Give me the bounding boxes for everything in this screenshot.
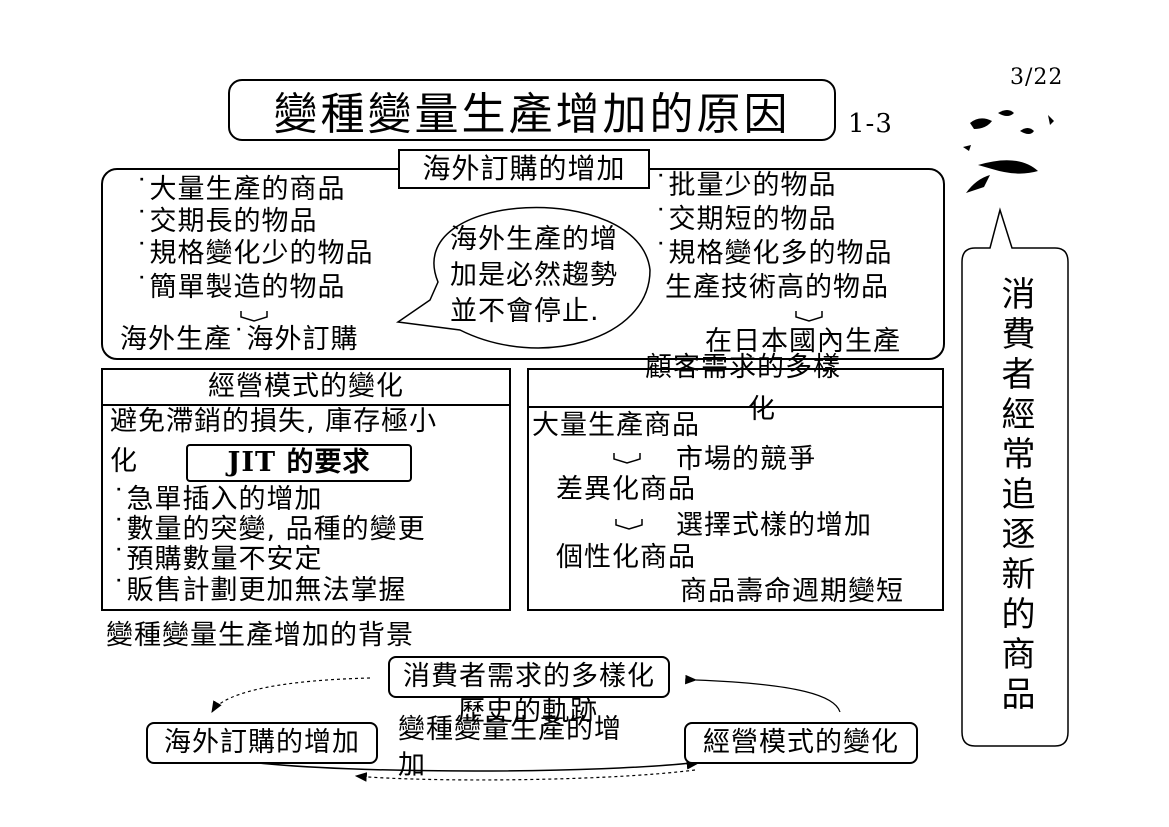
page-number: 3/22: [1010, 65, 1064, 90]
background-label: 變種變量生產增加的背景: [106, 620, 414, 651]
bubble-line: 海外生產的增: [450, 224, 618, 255]
cycle-center-label: 變種變量生產的增: [398, 714, 622, 745]
flow-reason: 市場的競爭: [676, 444, 816, 475]
left-panel-item: 販售計劃更加無法掌握: [112, 575, 407, 607]
flow-reason: 商品壽命週期變短: [680, 576, 904, 607]
cycle-node-demand: 消費者需求的多樣化: [388, 656, 670, 698]
flow-step: 差異化商品: [556, 474, 696, 505]
left-panel-item: 數量的突變, 品種的變更: [112, 514, 426, 546]
left-panel-item: 急單插入的增加: [112, 484, 323, 516]
left-item: 簡單製造的物品: [135, 272, 346, 304]
left-item: 大量生產的商品: [135, 174, 346, 206]
chevron-down-icon: [613, 453, 641, 464]
callout-text: 消費者經常追逐新的商品: [995, 276, 1035, 716]
right-panel-header: 化: [748, 394, 776, 425]
left-item: 規格變化少的物品: [135, 238, 374, 270]
right-panel: [527, 368, 944, 611]
flow-step: 大量生產商品: [532, 410, 700, 441]
cycle-node-overseas: 海外訂購的增加: [146, 722, 378, 764]
right-panel-header: 顧客需求的多樣: [645, 352, 841, 383]
left-panel-item: 預購數量不安定: [112, 544, 323, 576]
divider: [101, 404, 511, 406]
left-item: 交期長的物品: [135, 206, 318, 238]
chevron-down-icon: [615, 519, 643, 530]
right-result: 在日本國內生產: [705, 326, 901, 357]
flow-step: 個性化商品: [556, 542, 696, 573]
chevron-down-icon: [795, 311, 823, 322]
left-result: 海外生產˙海外訂購: [120, 324, 359, 355]
decorative-figure: [963, 110, 1054, 193]
section-number: 1-3: [848, 109, 893, 139]
right-item: 批量少的物品: [654, 170, 837, 202]
divider: [527, 406, 944, 408]
intro-line: 避免滯銷的損失, 庫存極小: [110, 406, 438, 437]
right-item: 規格變化多的物品: [654, 238, 893, 270]
bubble-line: 並不會停止.: [450, 296, 600, 327]
page-title: 變種變量生產增加的原因: [228, 79, 836, 141]
left-panel-header: 經營模式的變化: [208, 371, 404, 402]
jit-label: JIT 的要求: [186, 444, 412, 482]
flow-reason: 選擇式樣的增加: [676, 510, 872, 541]
top-panel-header: 海外訂購的增加: [398, 149, 650, 189]
chevron-down-icon: [240, 311, 268, 322]
bubble-line: 加是必然趨勢: [450, 260, 618, 291]
right-item: 交期短的物品: [654, 204, 837, 236]
cycle-node-management: 經營模式的變化: [684, 722, 918, 764]
cycle-center-label: 加: [398, 750, 426, 781]
right-item: 生產技術高的物品: [665, 272, 889, 303]
cycle-history-label: 歷史的軌跡: [458, 696, 598, 727]
intro-line: 化: [110, 446, 138, 477]
